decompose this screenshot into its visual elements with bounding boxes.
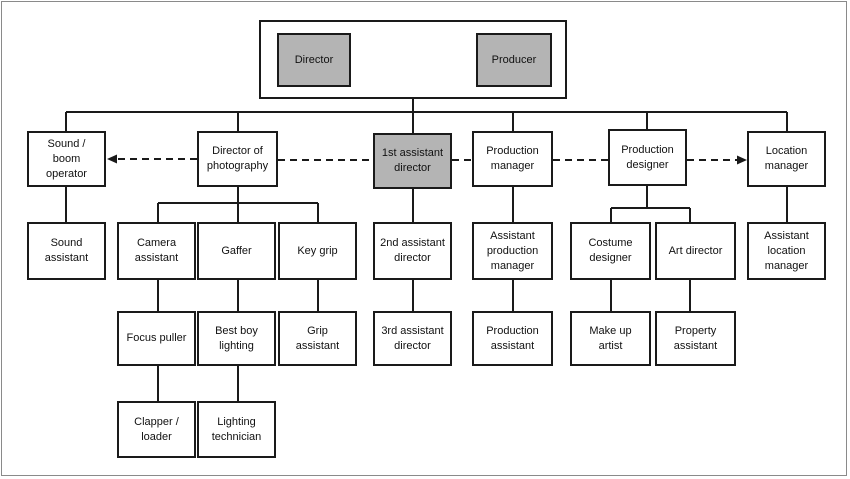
- prod-manager-box: Production manager: [472, 131, 553, 187]
- camera-assistant-label: Camera assistant: [134, 237, 179, 264]
- prod-manager-label: Production manager: [486, 145, 539, 172]
- costume-designer-box: Costume designer: [570, 222, 651, 280]
- grip-assistant-box: Grip assistant: [278, 311, 357, 366]
- dop-box: Director of photography: [197, 131, 278, 187]
- gaffer-box: Gaffer: [197, 222, 276, 280]
- production-assistant-label: Production assistant: [486, 324, 539, 352]
- second-ad-label: 2nd assistant director: [380, 237, 445, 264]
- lighting-technician-box: Lighting technician: [197, 401, 276, 458]
- director-label: Director: [294, 53, 334, 66]
- property-assistant-box: Property assistant: [655, 311, 736, 366]
- asst-prod-manager-box: Assistant production manager: [472, 222, 553, 280]
- clapper-loader-label: Clapper / loader: [134, 415, 179, 443]
- arrowhead-left-icon: [107, 154, 117, 164]
- prod-designer-label: Production designer: [621, 143, 674, 171]
- asst-location-manager-box: Assistant location manager: [747, 222, 826, 280]
- director-box: Director: [277, 33, 351, 87]
- make-up-box: Make up artist: [570, 311, 651, 366]
- third-ad-box: 3rd assistant director: [373, 311, 452, 366]
- first-ad-box: 1st assistant director: [373, 133, 452, 189]
- second-ad-box: 2nd assistant director: [373, 222, 452, 280]
- focus-puller-box: Focus puller: [117, 311, 196, 366]
- arrowhead-right-icon: [737, 155, 747, 165]
- sound-assistant-box: Sound assistant: [27, 222, 106, 280]
- make-up-label: Make up artist: [589, 324, 632, 352]
- sound-boom-label: Sound / boom operator: [46, 137, 87, 180]
- key-grip-box: Key grip: [278, 222, 357, 280]
- sound-boom-box: Sound / boom operator: [27, 131, 106, 187]
- focus-puller-label: Focus puller: [126, 332, 187, 344]
- prod-designer-box: Production designer: [608, 129, 687, 186]
- producer-box: Producer: [476, 33, 552, 87]
- location-manager-box: Location manager: [747, 131, 826, 187]
- production-assistant-box: Production assistant: [472, 311, 553, 366]
- grip-assistant-label: Grip assistant: [295, 324, 340, 352]
- costume-designer-label: Costume designer: [588, 237, 633, 264]
- best-boy-label: Best boy lighting: [215, 324, 258, 352]
- art-director-box: Art director: [655, 222, 736, 280]
- lighting-technician-label: Lighting technician: [211, 415, 262, 443]
- best-boy-box: Best boy lighting: [197, 311, 276, 366]
- gaffer-label: Gaffer: [221, 244, 252, 257]
- asst-prod-manager-label: Assistant production manager: [486, 229, 539, 272]
- asst-location-manager-label: Assistant location manager: [764, 229, 809, 272]
- first-ad-label: 1st assistant director: [381, 147, 444, 174]
- property-assistant-label: Property assistant: [673, 324, 718, 352]
- sound-assistant-label: Sound assistant: [44, 237, 89, 264]
- third-ad-label: 3rd assistant director: [381, 324, 444, 352]
- camera-assistant-box: Camera assistant: [117, 222, 196, 280]
- clapper-loader-box: Clapper / loader: [117, 401, 196, 458]
- dop-label: Director of photography: [206, 145, 269, 172]
- key-grip-label: Key grip: [297, 244, 338, 257]
- location-manager-label: Location manager: [764, 145, 809, 172]
- art-director-label: Art director: [668, 244, 723, 257]
- producer-label: Producer: [491, 53, 537, 66]
